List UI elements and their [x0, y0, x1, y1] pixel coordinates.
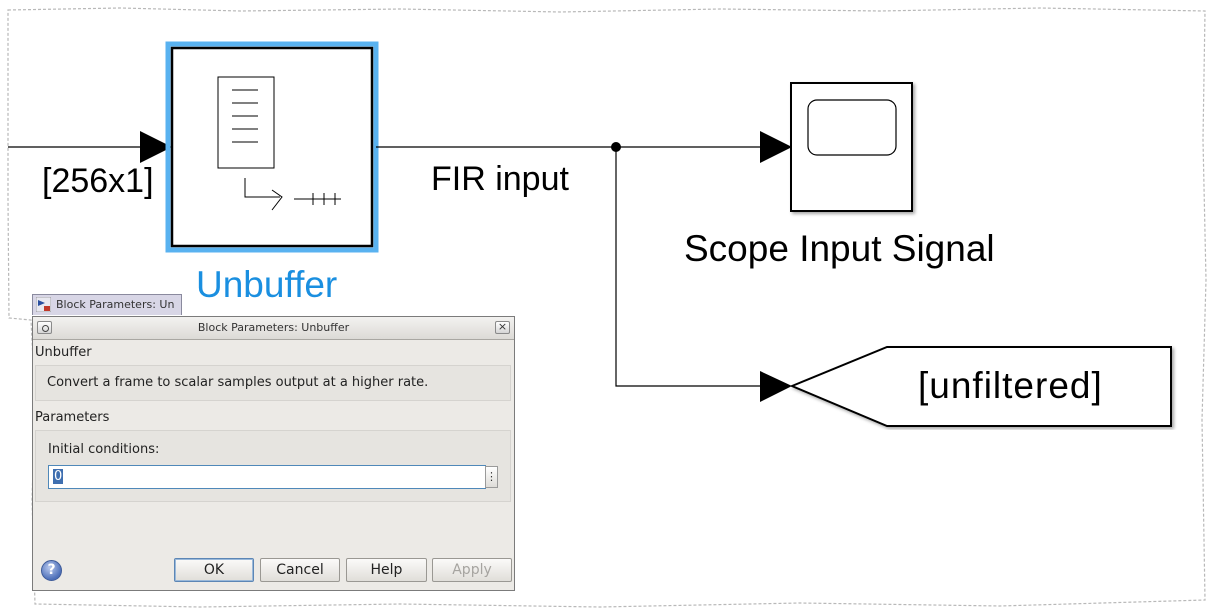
unbuffer-block[interactable] [165, 41, 379, 253]
dialog-taskbar-tab[interactable]: Block Parameters: Un [32, 294, 182, 315]
goto-tag-label: [unfiltered] [918, 365, 1103, 406]
description-group: Convert a frame to scalar samples output… [35, 365, 511, 401]
dialog-titlebar[interactable]: Block Parameters: Unbuffer × [33, 317, 514, 340]
goto-block[interactable] [789, 346, 1172, 427]
apply-button[interactable]: Apply [432, 558, 512, 582]
simulink-app-icon [36, 297, 51, 312]
ok-button[interactable]: OK [174, 558, 254, 582]
window-menu-button[interactable] [37, 321, 52, 334]
scope-block[interactable] [790, 82, 913, 212]
help-button[interactable]: Help [346, 558, 427, 582]
signal-line-branch[interactable] [615, 147, 764, 387]
cancel-button[interactable]: Cancel [260, 558, 340, 582]
close-button[interactable]: × [495, 321, 510, 334]
help-icon[interactable]: ? [41, 560, 62, 581]
unbuffer-input-arrow [140, 131, 172, 163]
initial-conditions-value: 0 [53, 469, 64, 484]
unbuffer-block-label[interactable]: Unbuffer [196, 264, 338, 305]
parameters-heading: Parameters [35, 410, 110, 425]
dialog-title: Block Parameters: Unbuffer [197, 321, 350, 334]
dialog-tab-label: Block Parameters: Un [56, 298, 175, 311]
signal-dimension-label: [256x1] [42, 162, 154, 200]
scope-screen-icon [807, 99, 897, 156]
block-type-heading: Unbuffer [35, 345, 92, 360]
scope-input-arrow [760, 131, 792, 163]
more-options-button[interactable]: ⋮ [485, 466, 498, 488]
block-description: Convert a frame to scalar samples output… [47, 375, 429, 390]
scope-block-label[interactable]: Scope Input Signal [684, 228, 995, 269]
unbuffer-icon [217, 76, 341, 211]
signal-name-label[interactable]: FIR input [431, 160, 569, 198]
initial-conditions-label: Initial conditions: [48, 442, 160, 457]
goto-input-arrow [760, 371, 792, 402]
close-icon: × [497, 320, 508, 333]
block-parameters-dialog: Block Parameters: Unbuffer × Unbuffer Co… [32, 316, 515, 591]
initial-conditions-input[interactable]: 0 [48, 465, 486, 489]
